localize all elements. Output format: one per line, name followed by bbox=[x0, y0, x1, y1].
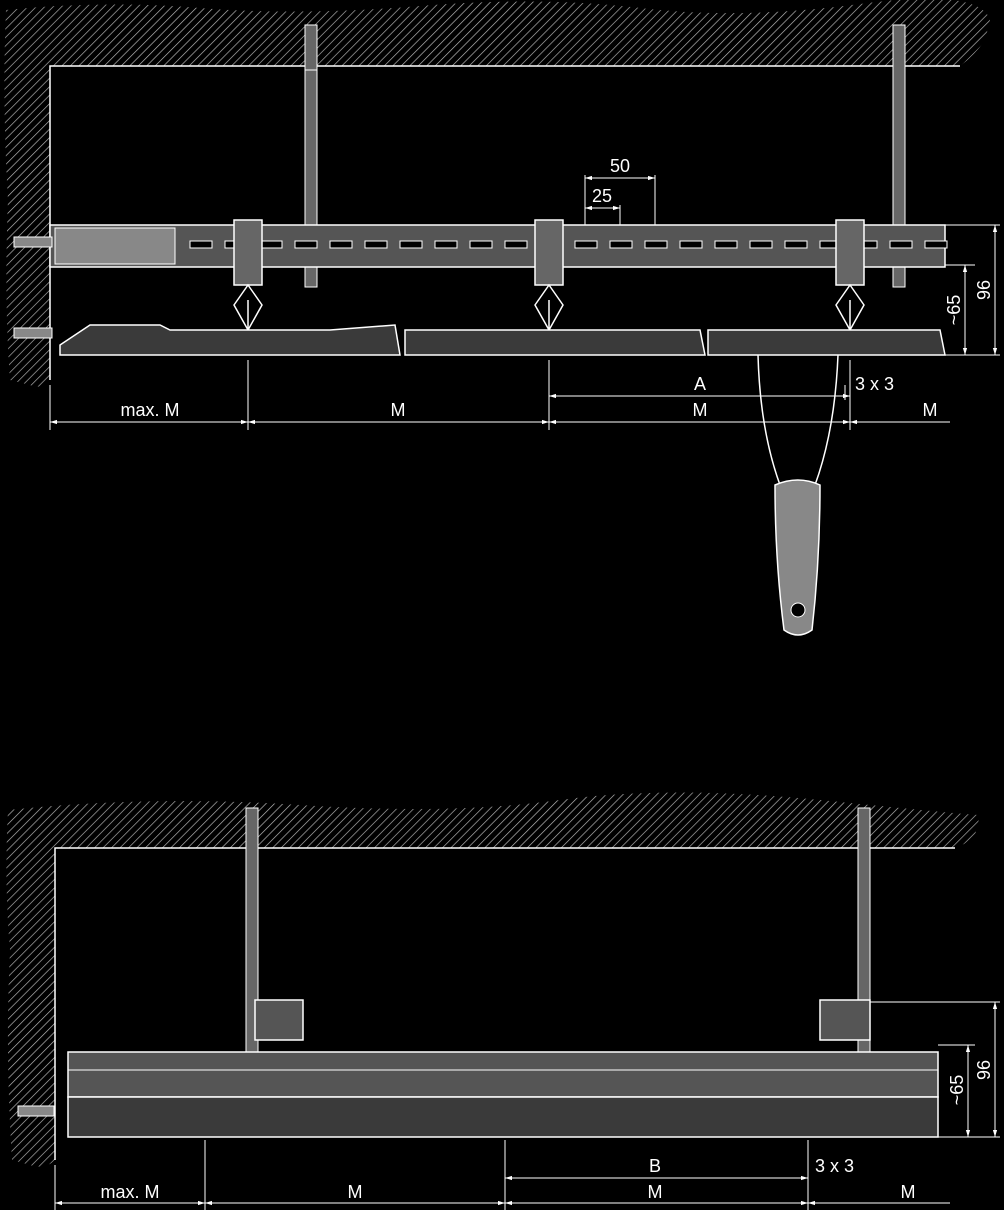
bottom-figure: 96 ~65 B 3 x 3 max. M M M M bbox=[6, 792, 1000, 1210]
dim-96: 96 bbox=[945, 224, 1000, 356]
dim-50-label: 50 bbox=[610, 156, 630, 176]
rail-slot bbox=[889, 240, 913, 249]
rail-slot bbox=[434, 240, 458, 249]
rail-slot bbox=[259, 240, 283, 249]
dim-m-row: max. M M M M bbox=[49, 360, 950, 430]
dim-25-label: 25 bbox=[592, 186, 612, 206]
ceiling-panels bbox=[59, 324, 946, 356]
dim-96-bottom: 96 bbox=[870, 1001, 1000, 1138]
rail-slot bbox=[294, 240, 318, 249]
dim-25: 25 bbox=[585, 186, 621, 225]
carrier-profile-bottom bbox=[67, 1051, 939, 1138]
dim-96-bottom-label: 96 bbox=[974, 1060, 994, 1080]
rail-slot bbox=[609, 240, 633, 249]
dim-a: A 3 x 3 bbox=[549, 374, 894, 400]
dim-65-bottom-label: ~65 bbox=[947, 1075, 967, 1106]
rail-slot bbox=[574, 240, 598, 249]
rail-slot bbox=[469, 240, 493, 249]
dim-96-label: 96 bbox=[974, 280, 994, 300]
dim-maxm-bottom-label: max. M bbox=[100, 1182, 159, 1202]
dim-m1-label: M bbox=[391, 400, 406, 420]
dim-65: ~65 bbox=[944, 264, 975, 355]
rail-slot bbox=[924, 240, 948, 249]
dim-m-row-bottom: max. M M M M bbox=[54, 1140, 950, 1210]
carrier-rail bbox=[49, 224, 948, 268]
ceiling-slab-bottom bbox=[6, 792, 980, 1167]
top-figure: 50 25 96 ~65 A 3 x 3 bbox=[4, 0, 1000, 636]
dim-50: 50 bbox=[584, 156, 656, 225]
rail-slot bbox=[644, 240, 668, 249]
rail-slot bbox=[329, 240, 353, 249]
rail-hangers bbox=[233, 219, 865, 355]
rail-slot bbox=[364, 240, 388, 249]
screwdriver-icon bbox=[757, 354, 839, 636]
rail-slot bbox=[504, 240, 528, 249]
hanger-rod bbox=[304, 24, 906, 288]
rail-slot bbox=[714, 240, 738, 249]
dim-m3-label: M bbox=[923, 400, 938, 420]
dim-b: B 3 x 3 bbox=[505, 1156, 854, 1181]
dim-m3-bottom-label: M bbox=[901, 1182, 916, 1202]
rail-slot bbox=[749, 240, 773, 249]
dim-m2-label: M bbox=[693, 400, 708, 420]
dim-m1-bottom-label: M bbox=[348, 1182, 363, 1202]
rail-slot bbox=[399, 240, 423, 249]
rail-slot bbox=[679, 240, 703, 249]
dim-3x3-label: 3 x 3 bbox=[855, 374, 894, 394]
dim-65-label: ~65 bbox=[944, 295, 964, 326]
dim-maxm-label: max. M bbox=[120, 400, 179, 420]
hanger-brackets-bottom bbox=[254, 999, 871, 1041]
ceiling-slab bbox=[4, 0, 990, 387]
dim-3x3-bottom-label: 3 x 3 bbox=[815, 1156, 854, 1176]
rail-slot bbox=[784, 240, 808, 249]
wall-anchor bbox=[13, 236, 53, 339]
dim-m2-bottom-label: M bbox=[648, 1182, 663, 1202]
wall-anchor-bottom bbox=[17, 1105, 55, 1117]
dim-b-label: B bbox=[649, 1156, 661, 1176]
rail-slot bbox=[189, 240, 213, 249]
dim-65-bottom: ~65 bbox=[938, 1044, 975, 1137]
dim-a-label: A bbox=[694, 374, 706, 394]
